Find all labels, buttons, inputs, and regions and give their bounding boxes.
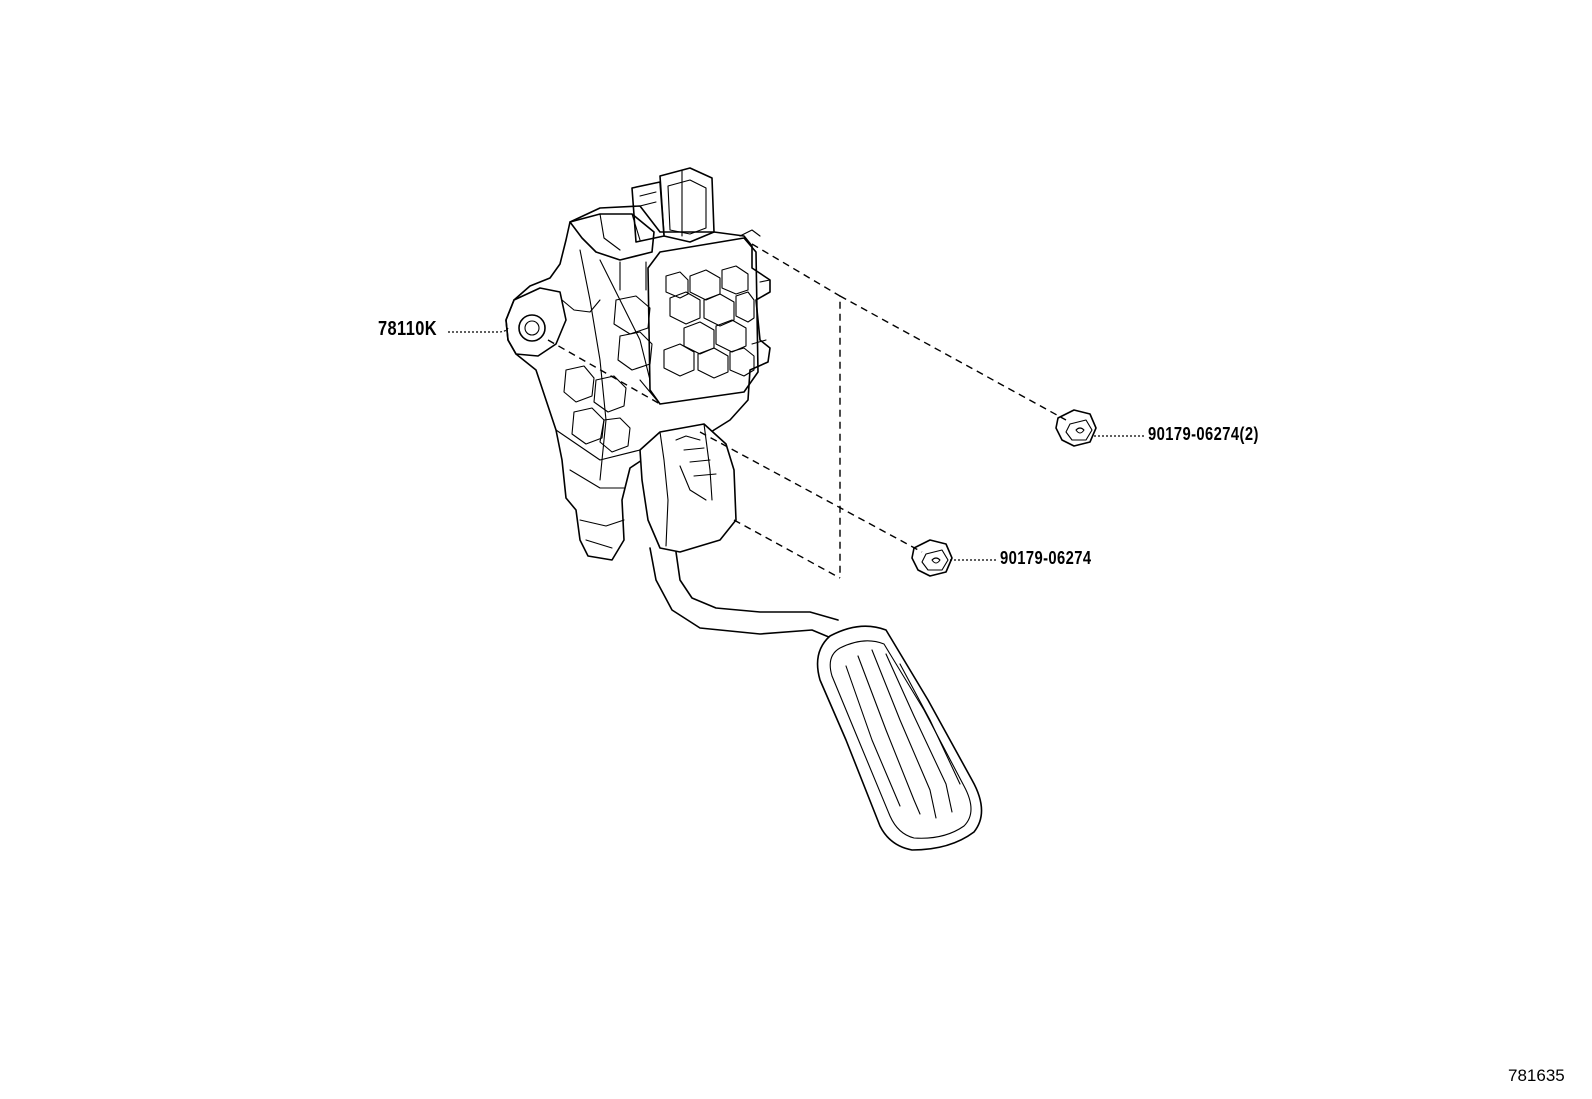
part-label-90179-06274-qty2[interactable]: 90179-06274(2) bbox=[1148, 424, 1259, 444]
pedal-arm bbox=[639, 423, 839, 641]
pedal-housing bbox=[505, 167, 771, 561]
part-label-90179-06274[interactable]: 90179-06274 bbox=[1000, 548, 1092, 568]
illustration-id: 781635 bbox=[1508, 1066, 1565, 1085]
pedal-pad bbox=[816, 625, 983, 851]
installation-lines bbox=[547, 243, 1067, 579]
nut-upper-icon bbox=[1055, 409, 1097, 447]
part-label-78110k[interactable]: 78110K bbox=[378, 318, 438, 340]
nut-lower-icon bbox=[911, 539, 953, 577]
leader-lines bbox=[448, 327, 1146, 561]
